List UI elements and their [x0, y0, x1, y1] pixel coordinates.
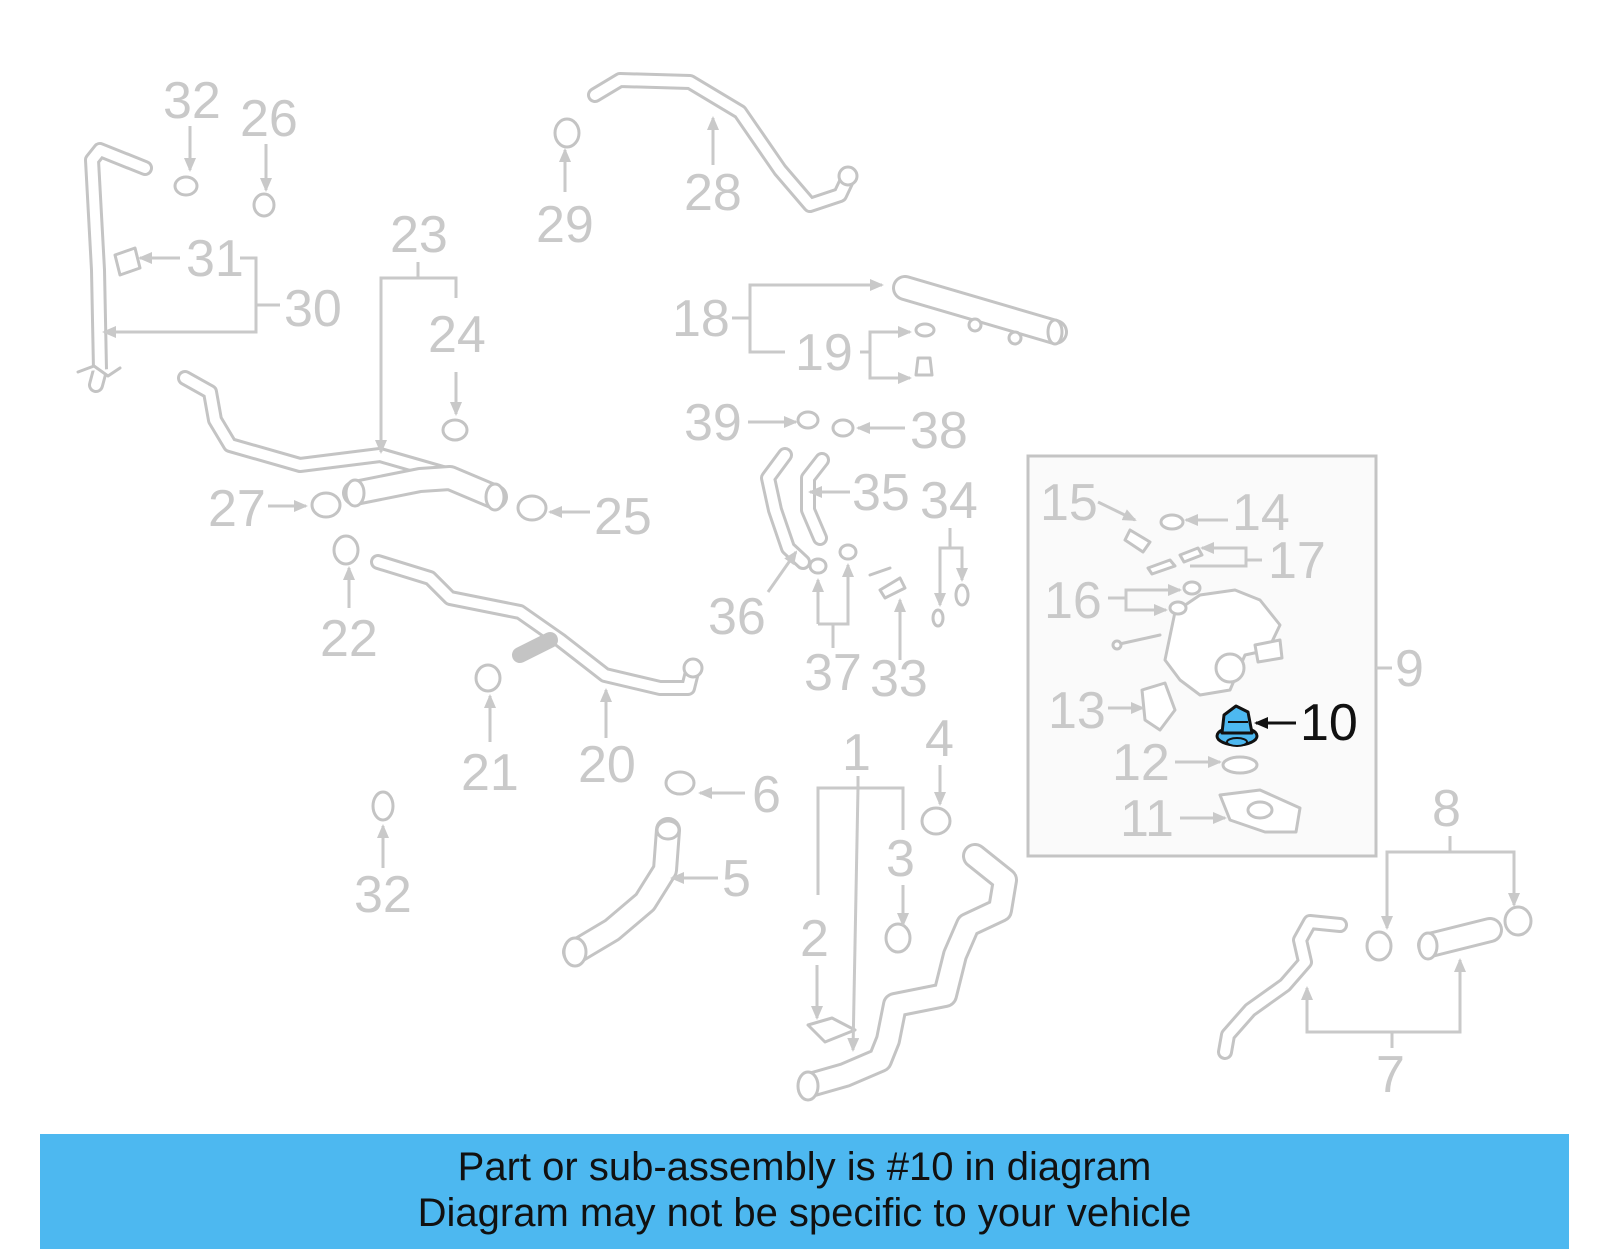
callout-29: 29 — [536, 196, 594, 254]
hose-7-drawing — [1217, 914, 1503, 1060]
callout-7: 7 — [1376, 1046, 1405, 1104]
callout-13: 13 — [1048, 682, 1106, 740]
callout-23: 23 — [390, 206, 448, 264]
callout-15: 15 — [1040, 474, 1098, 532]
callout-37: 37 — [804, 644, 862, 702]
callout-20: 20 — [578, 736, 636, 794]
callout-32-top: 32 — [163, 72, 221, 130]
callout-21: 21 — [461, 744, 519, 802]
callout-5: 5 — [722, 850, 751, 908]
rail-18-drawing — [892, 275, 1068, 346]
callout-2: 2 — [800, 910, 829, 968]
banner-line-part: Part or sub-assembly is #10 in diagram — [457, 1145, 1152, 1189]
pipe-23-drawing — [177, 370, 468, 486]
info-banner: Part or sub-assembly is #10 in diagram D… — [40, 1134, 1569, 1249]
pipe-30-drawing — [76, 142, 153, 393]
hose-28-drawing — [587, 72, 859, 213]
callout-22: 22 — [320, 610, 378, 668]
callout-3: 3 — [886, 830, 915, 888]
callout-31: 31 — [186, 230, 244, 288]
callout-18: 18 — [672, 290, 730, 348]
callout-6: 6 — [752, 766, 781, 824]
callout-labels: 32 26 31 30 29 28 23 24 27 25 22 21 20 3… — [163, 72, 1461, 1104]
callout-4: 4 — [925, 710, 954, 768]
pipe-20-drawing — [370, 554, 704, 696]
callout-11: 11 — [1120, 790, 1174, 848]
callout-25: 25 — [594, 488, 652, 546]
hose-5-drawing — [562, 817, 681, 968]
thermostat-part-10 — [1215, 704, 1259, 747]
callout-28: 28 — [684, 164, 742, 222]
callout-34: 34 — [920, 472, 978, 530]
hose-1-drawing — [796, 843, 1018, 1102]
callout-39: 39 — [684, 394, 742, 452]
hose-23-drawing — [342, 465, 508, 512]
callout-38: 38 — [910, 402, 968, 460]
callout-36: 36 — [708, 588, 766, 646]
callout-12: 12 — [1112, 734, 1170, 792]
callout-1: 1 — [842, 724, 871, 782]
clamp-icons — [113, 117, 1533, 1044]
banner-line-disclaimer: Diagram may not be specific to your vehi… — [417, 1191, 1192, 1235]
parts-diagram: 32 26 31 30 29 28 23 24 27 25 22 21 20 3… — [76, 72, 1533, 1104]
callout-8: 8 — [1432, 780, 1461, 838]
callout-14: 14 — [1232, 484, 1290, 542]
callout-17: 17 — [1268, 532, 1326, 590]
callout-35: 35 — [852, 464, 910, 522]
callout-10-highlighted: 10 — [1300, 694, 1358, 752]
leader-lines — [102, 116, 1520, 1052]
callout-30: 30 — [284, 280, 342, 338]
callout-16: 16 — [1044, 572, 1102, 630]
callout-27: 27 — [208, 480, 266, 538]
callout-19: 19 — [795, 324, 853, 382]
callout-26: 26 — [240, 90, 298, 148]
thermostat-housing-drawing — [1111, 513, 1302, 834]
callout-32-bottom: 32 — [354, 866, 412, 924]
hose-35-36-drawing — [760, 447, 830, 570]
callout-33: 33 — [870, 650, 928, 708]
callout-24: 24 — [428, 306, 486, 364]
callout-9: 9 — [1395, 640, 1424, 698]
